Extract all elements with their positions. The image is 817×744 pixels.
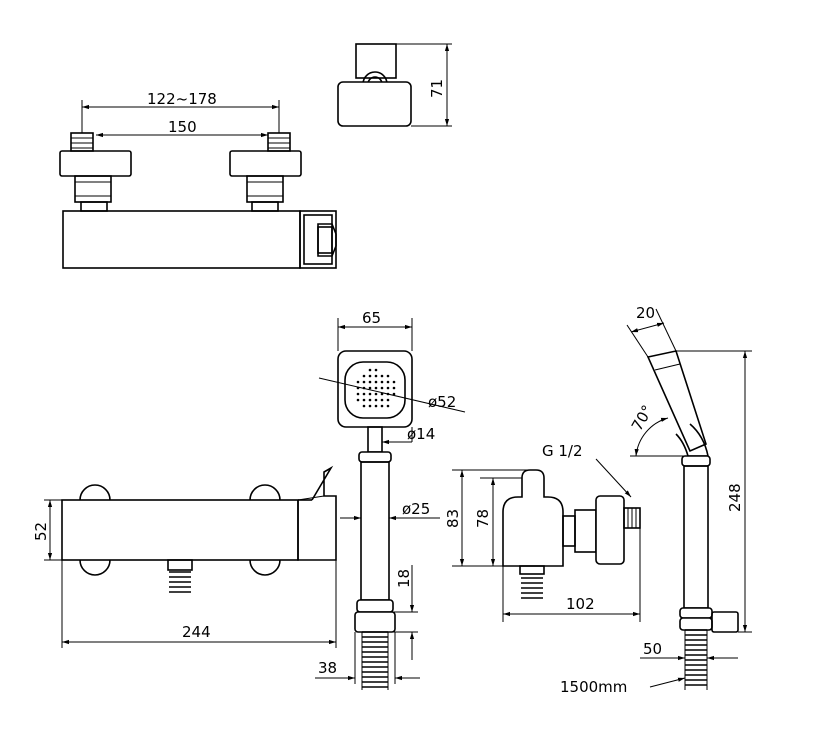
head-width-label: 65	[362, 309, 381, 327]
nozzle-dot	[386, 404, 390, 408]
nozzle-dot	[380, 392, 384, 396]
nozzle-dot	[386, 380, 390, 384]
nozzle-dot	[380, 380, 384, 384]
nozzle-dot	[368, 392, 372, 396]
nozzle-dot	[374, 398, 378, 402]
nozzle-dot	[392, 380, 396, 384]
body-height-label: 52	[32, 522, 50, 541]
nozzle-dot	[386, 386, 390, 390]
nozzle-dot	[392, 386, 396, 390]
spray-nozzles	[356, 368, 396, 408]
hand-shower-view: 20 70° 248 50 1500mm	[560, 304, 752, 696]
nozzle-dot	[356, 380, 360, 384]
nozzle-dot	[368, 404, 372, 408]
nozzle-dot	[356, 392, 360, 396]
shower-head-view: 65 ø52 ø14 ø25 18 38	[315, 309, 466, 690]
nozzle-dot	[374, 386, 378, 390]
nozzle-dot	[380, 374, 384, 378]
nozzle-dot	[380, 404, 384, 408]
nozzle-dot	[356, 398, 360, 402]
nozzle-dot	[368, 398, 372, 402]
nozzle-dot	[362, 398, 366, 402]
holder-width-label: 50	[643, 640, 662, 658]
nozzle-dot	[374, 380, 378, 384]
nozzle-dot	[386, 374, 390, 378]
thread-label: G 1/2	[542, 442, 583, 460]
spray-dia-label: ø52	[428, 393, 456, 411]
nozzle-dot	[374, 374, 378, 378]
nozzle-dot	[386, 398, 390, 402]
hose-dia-label: ø14	[407, 425, 435, 443]
nozzle-dot	[362, 392, 366, 396]
nozzle-dot	[392, 392, 396, 396]
head-top-label: 20	[636, 304, 655, 322]
nozzle-dot	[374, 368, 378, 372]
mixer-side-view: 83 78 102 G 1/2	[444, 442, 641, 622]
mixer-front-view: 52 244	[32, 465, 337, 648]
angle-label: 70°	[628, 402, 657, 434]
nozzle-dot	[374, 404, 378, 408]
nozzle-dot	[368, 374, 372, 378]
mixer-top-view: 122~178 150	[59, 90, 337, 269]
nozzle-dot	[362, 380, 366, 384]
adj-range-label: 122~178	[147, 90, 217, 108]
nozzle-dot	[380, 398, 384, 402]
handle-end-view: 71	[337, 43, 452, 127]
hose-length-label: 1500mm	[560, 678, 627, 696]
nozzle-dot	[362, 404, 366, 408]
depth-label: 102	[566, 595, 595, 613]
nut-height-label: 18	[395, 569, 413, 588]
nozzle-dot	[368, 368, 372, 372]
nozzle-dot	[368, 380, 372, 384]
nozzle-dot	[362, 374, 366, 378]
outer-height-label: 83	[444, 509, 462, 528]
body-length-label: 244	[182, 623, 211, 641]
nozzle-dot	[368, 386, 372, 390]
inner-height-label: 78	[474, 509, 492, 528]
nut-width-label: 38	[318, 659, 337, 677]
total-height-label: 248	[726, 483, 744, 512]
nozzle-dot	[374, 392, 378, 396]
bar-dia-label: ø25	[402, 500, 430, 518]
spacing-label: 150	[168, 118, 197, 136]
top-height-label: 71	[428, 79, 446, 98]
nozzle-dot	[380, 386, 384, 390]
